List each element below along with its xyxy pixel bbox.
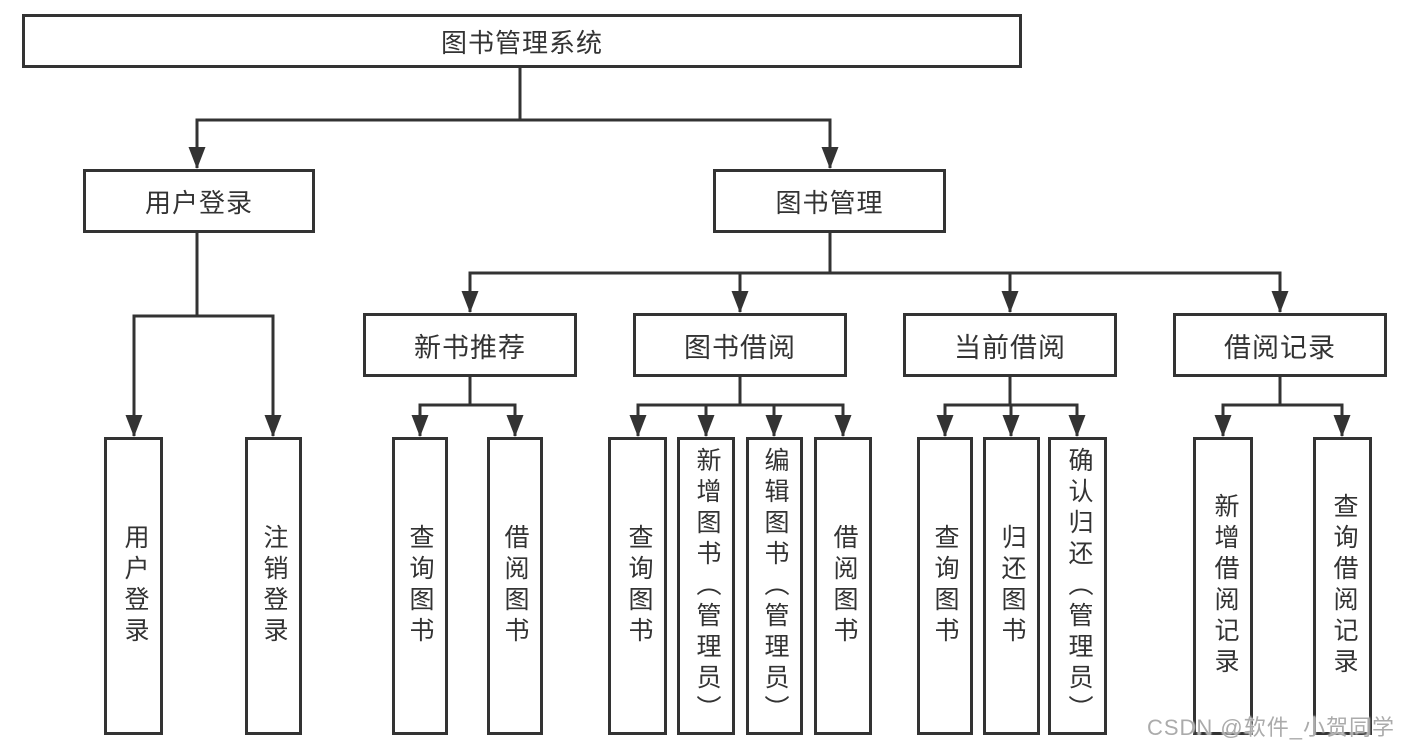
node-current-borrow: 当前借阅 [903, 313, 1117, 377]
leaf-current-query-books: 查询图书 [917, 437, 973, 735]
leaf-logout: 注销登录 [245, 437, 302, 735]
leaf-borrow-borrow-books: 借阅图书 [814, 437, 872, 735]
node-book-management: 图书管理 [713, 169, 946, 233]
leaf-newbook-borrow-books: 借阅图书 [487, 437, 543, 735]
node-new-book-recommend: 新书推荐 [363, 313, 577, 377]
leaf-borrow-query-books: 查询图书 [608, 437, 667, 735]
leaf-record-query-borrow-record: 查询借阅记录 [1313, 437, 1372, 735]
node-borrow-record: 借阅记录 [1173, 313, 1387, 377]
watermark: CSDN @软件_小贺同学 [1146, 715, 1395, 740]
leaf-borrow-add-books-admin: 新增图书（管理员） [677, 437, 735, 735]
connector-book-mgmt-to-level2 [461, 233, 1289, 313]
connector-user-login-children [125, 233, 282, 437]
connector-book-borrow-children [629, 377, 852, 437]
connector-root-to-level1 [188, 68, 839, 169]
leaf-user-login: 用户登录 [104, 437, 163, 735]
node-root-system: 图书管理系统 [22, 14, 1022, 68]
node-user-login: 用户登录 [83, 169, 315, 233]
leaf-current-confirm-return-admin: 确认归还（管理员） [1048, 437, 1107, 735]
connector-new-book-children [411, 377, 524, 437]
connector-borrow-record-children [1214, 377, 1351, 437]
leaf-newbook-query-books: 查询图书 [392, 437, 448, 735]
connector-current-borrow-children [936, 377, 1086, 437]
node-book-borrow: 图书借阅 [633, 313, 847, 377]
leaf-current-return-books: 归还图书 [983, 437, 1040, 735]
leaf-record-add-borrow-record: 新增借阅记录 [1193, 437, 1253, 735]
leaf-borrow-edit-books-admin: 编辑图书（管理员） [746, 437, 803, 735]
